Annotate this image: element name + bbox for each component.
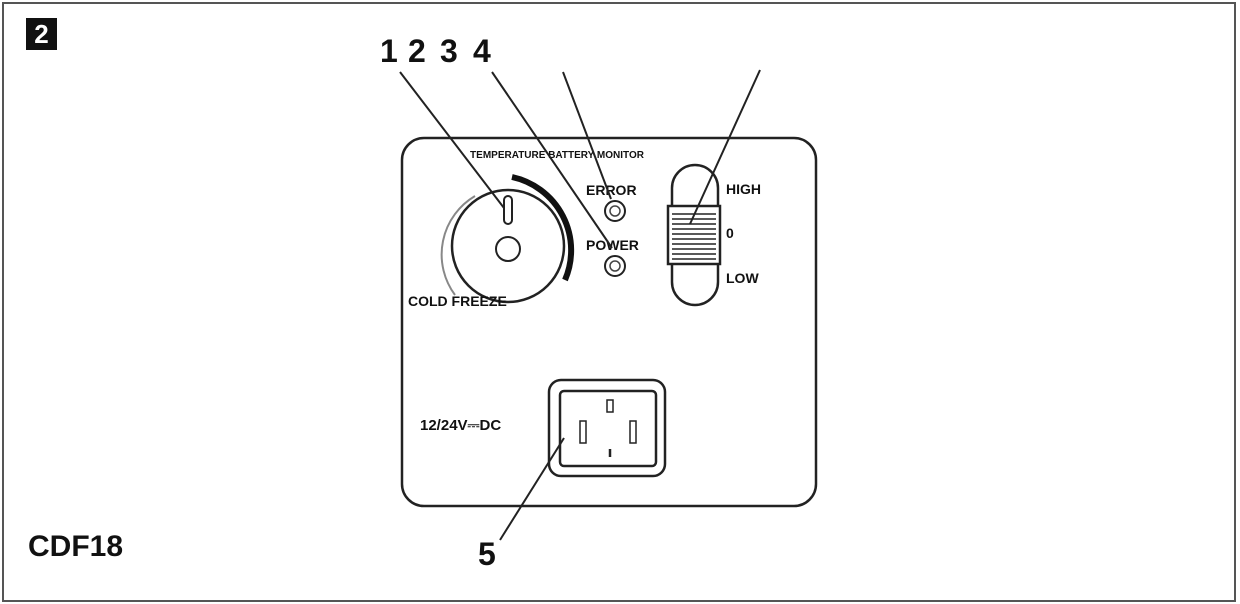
switch-high-label: HIGH [726,181,761,197]
leader-5 [499,437,565,541]
socket-pin-top [606,399,614,413]
dc-socket[interactable] [547,378,667,478]
callout-1: 1 [380,33,398,69]
socket-pin-right [629,420,637,444]
leader-2 [689,69,761,225]
leader-1 [399,71,505,209]
socket-pin-left [579,420,587,444]
socket-inner [558,389,658,468]
callout-3: 3 [440,33,458,69]
error-led [604,200,626,222]
leader-3 [562,71,612,200]
power-label: POWER [586,237,639,253]
dial-freeze-arc [511,174,575,282]
switch-zero-label: 0 [726,225,734,241]
figure-number-badge: 2 [26,18,57,50]
switch-low-label: LOW [726,270,759,286]
leader-4 [491,71,613,249]
socket-label: 12/24V⎓DC [420,417,501,434]
panel-header: TEMPERATURE BATTERY MONITOR [470,150,645,161]
model-label: CDF18 [28,530,124,563]
callout-4: 4 [473,33,491,69]
power-led [604,255,626,277]
callout-5: 5 [478,536,496,572]
dial-cold-arc [440,195,476,296]
error-label: ERROR [586,182,637,198]
callout-2: 2 [408,33,426,69]
dial-center [495,236,521,262]
temperature-dial[interactable] [440,174,575,304]
mode-switch[interactable] [666,163,722,307]
dial-pointer [503,195,513,225]
dial-label: COLD FREEZE [408,293,507,309]
leader-lines [399,69,761,541]
